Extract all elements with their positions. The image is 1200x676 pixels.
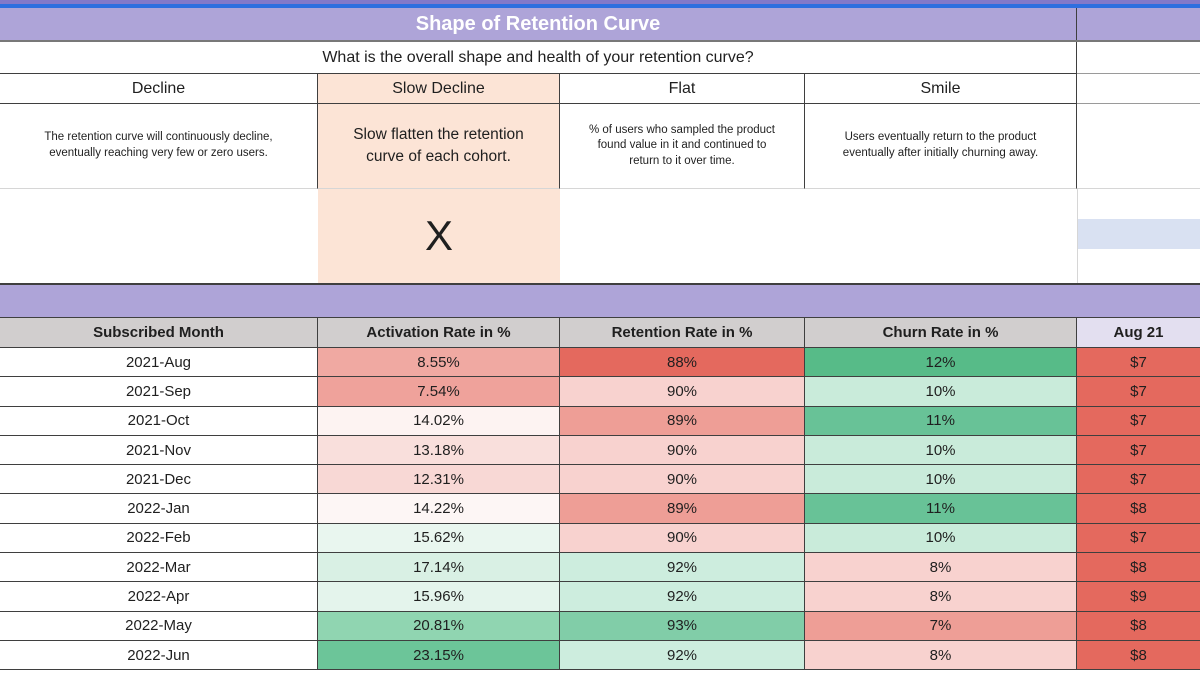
cell-retention-rate[interactable]: 92%	[560, 582, 805, 612]
question-row: What is the overall shape and health of …	[0, 42, 1200, 74]
cell-activation-rate[interactable]: 7.54%	[318, 377, 560, 407]
cell-retention-rate[interactable]: 92%	[560, 640, 805, 671]
cell-retention-rate[interactable]: 89%	[560, 494, 805, 524]
column-header-churn-rate-in[interactable]: Churn Rate in %	[805, 318, 1077, 348]
question-side-cell[interactable]	[1077, 42, 1200, 74]
category-description-smile[interactable]: Users eventually return to the product e…	[805, 104, 1077, 189]
cell-month[interactable]: 2022-Jun	[0, 640, 318, 671]
column-header-aug-21[interactable]: Aug 21	[1077, 318, 1200, 348]
cell-retention-rate[interactable]: 88%	[560, 348, 805, 378]
cell-activation-rate[interactable]: 14.02%	[318, 406, 560, 436]
title-bar: Shape of Retention Curve	[0, 8, 1200, 42]
cell-activation-rate[interactable]: 23.15%	[318, 640, 560, 671]
cell-churn-rate[interactable]: 10%	[805, 435, 1077, 466]
top-purple-strip	[0, 0, 1200, 4]
category-description-slow-decline[interactable]: Slow flatten the retention curve of each…	[318, 104, 560, 189]
cell-activation-rate[interactable]: 15.96%	[318, 582, 560, 612]
cell-price[interactable]: $7	[1077, 348, 1200, 378]
category-marker-row: X	[0, 189, 1200, 283]
cell-price[interactable]: $8	[1077, 553, 1200, 583]
cell-month[interactable]: 2021-Oct	[0, 406, 318, 436]
highlighted-cell[interactable]	[1078, 219, 1200, 249]
side-empty-cell[interactable]	[1078, 249, 1200, 283]
cell-retention-rate[interactable]: 90%	[560, 465, 805, 495]
cell-churn-rate[interactable]: 7%	[805, 611, 1077, 641]
cell-month[interactable]: 2021-Sep	[0, 377, 318, 407]
cell-churn-rate[interactable]: 10%	[805, 465, 1077, 495]
cell-churn-rate[interactable]: 8%	[805, 553, 1077, 583]
category-header-slow-decline[interactable]: Slow Decline	[318, 74, 560, 104]
page-title: Shape of Retention Curve	[0, 8, 1077, 40]
cell-retention-rate[interactable]: 90%	[560, 523, 805, 554]
category-header-decline[interactable]: Decline	[0, 74, 318, 104]
cell-activation-rate[interactable]: 17.14%	[318, 553, 560, 583]
marker-cell-flat[interactable]	[560, 189, 805, 283]
cell-price[interactable]: $7	[1077, 523, 1200, 554]
cell-month[interactable]: 2022-May	[0, 611, 318, 641]
side-empty-cell[interactable]	[1078, 189, 1200, 219]
cell-activation-rate[interactable]: 14.22%	[318, 494, 560, 524]
cell-churn-rate[interactable]: 8%	[805, 640, 1077, 671]
cell-activation-rate[interactable]: 15.62%	[318, 523, 560, 554]
category-description-decline[interactable]: The retention curve will continuously de…	[0, 104, 318, 189]
cell-price[interactable]: $7	[1077, 377, 1200, 407]
cell-month[interactable]: 2021-Nov	[0, 435, 318, 466]
cell-activation-rate[interactable]: 13.18%	[318, 435, 560, 466]
cell-price[interactable]: $8	[1077, 611, 1200, 641]
category-description-flat[interactable]: % of users who sampled the product found…	[560, 104, 805, 189]
cell-retention-rate[interactable]: 89%	[560, 406, 805, 436]
cell-activation-rate[interactable]: 20.81%	[318, 611, 560, 641]
cell-churn-rate[interactable]: 11%	[805, 406, 1077, 436]
marker-cell-smile[interactable]	[805, 189, 1077, 283]
column-header-activation-rate-in[interactable]: Activation Rate in %	[318, 318, 560, 348]
category-header-smile[interactable]: Smile	[805, 74, 1077, 104]
cell-price[interactable]: $7	[1077, 406, 1200, 436]
cell-churn-rate[interactable]: 11%	[805, 494, 1077, 524]
column-header-retention-rate-in[interactable]: Retention Rate in %	[560, 318, 805, 348]
purple-divider-bar	[0, 283, 1200, 318]
marker-side-column	[1077, 189, 1200, 283]
column-header-subscribed-month[interactable]: Subscribed Month	[0, 318, 318, 348]
title-side-cell[interactable]	[1077, 8, 1200, 40]
description-side-cell[interactable]	[1077, 104, 1200, 189]
cell-churn-rate[interactable]: 8%	[805, 582, 1077, 612]
cell-price[interactable]: $9	[1077, 582, 1200, 612]
cell-activation-rate[interactable]: 12.31%	[318, 465, 560, 495]
cell-retention-rate[interactable]: 90%	[560, 377, 805, 407]
cell-month[interactable]: 2022-Jan	[0, 494, 318, 524]
cell-retention-rate[interactable]: 90%	[560, 435, 805, 466]
cell-price[interactable]: $8	[1077, 494, 1200, 524]
category-side-cell[interactable]	[1077, 74, 1200, 104]
cell-retention-rate[interactable]: 92%	[560, 553, 805, 583]
category-header-flat[interactable]: Flat	[560, 74, 805, 104]
cell-price[interactable]: $7	[1077, 435, 1200, 466]
cell-churn-rate[interactable]: 10%	[805, 523, 1077, 554]
cell-month[interactable]: 2021-Aug	[0, 348, 318, 378]
marker-cell-decline[interactable]	[0, 189, 318, 283]
cell-price[interactable]: $8	[1077, 640, 1200, 671]
cell-month[interactable]: 2022-Mar	[0, 553, 318, 583]
cell-activation-rate[interactable]: 8.55%	[318, 348, 560, 378]
category-description-row: The retention curve will continuously de…	[0, 104, 1200, 189]
question-text: What is the overall shape and health of …	[0, 42, 1077, 74]
cell-churn-rate[interactable]: 12%	[805, 348, 1077, 378]
cell-retention-rate[interactable]: 93%	[560, 611, 805, 641]
top-blue-strip	[0, 4, 1200, 8]
cell-price[interactable]: $7	[1077, 465, 1200, 495]
cell-month[interactable]: 2022-Feb	[0, 523, 318, 554]
cell-month[interactable]: 2021-Dec	[0, 465, 318, 495]
cell-month[interactable]: 2022-Apr	[0, 582, 318, 612]
selected-marker-cell[interactable]: X	[318, 189, 560, 283]
cell-churn-rate[interactable]: 10%	[805, 377, 1077, 407]
